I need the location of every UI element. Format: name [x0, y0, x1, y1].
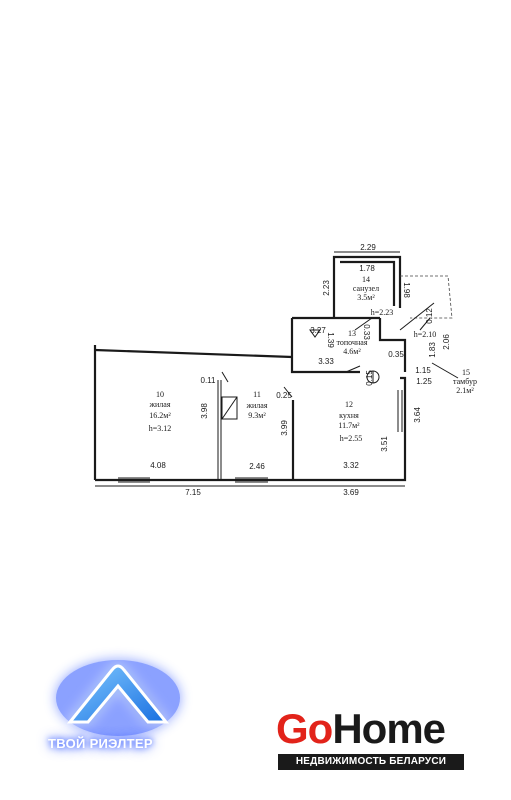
svg-text:3.99: 3.99	[280, 420, 289, 436]
svg-text:1.83: 1.83	[428, 342, 437, 358]
svg-text:2.23: 2.23	[322, 280, 331, 296]
svg-text:кухня: кухня	[339, 411, 359, 420]
svg-text:15: 15	[462, 368, 470, 377]
svg-text:16.2м²: 16.2м²	[149, 411, 171, 420]
gohome-tagline: НЕДВИЖИМОСТЬ БЕЛАРУСИ	[278, 754, 464, 770]
svg-text:2.1м²: 2.1м²	[456, 386, 474, 395]
walls	[93, 251, 459, 487]
room-13-label: 13 топочная 4.6м²	[337, 329, 368, 356]
svg-text:h=2.55: h=2.55	[340, 434, 363, 443]
svg-text:3.98: 3.98	[200, 403, 209, 419]
svg-text:1.98: 1.98	[402, 282, 411, 298]
room-11-label: 11 жилая 9.3м²	[245, 390, 267, 420]
dimension-labels: 2.29 1.78 2.23 1.98 0.12 3.27 1.39 0.33 …	[150, 243, 451, 497]
svg-text:7.15: 7.15	[185, 488, 201, 497]
svg-text:h=2.23: h=2.23	[371, 308, 394, 317]
svg-text:14: 14	[362, 275, 370, 284]
room-15-label: 15 тамбур 2.1м² h=2.10	[414, 330, 477, 395]
svg-text:0.35: 0.35	[388, 350, 404, 359]
gohome-wordmark: GoHome	[276, 705, 446, 752]
svg-text:2.29: 2.29	[360, 243, 376, 252]
svg-text:жилая: жилая	[245, 401, 267, 410]
svg-text:3.64: 3.64	[413, 407, 422, 423]
gas-meter-icon	[366, 370, 380, 384]
svg-text:0.33: 0.33	[362, 324, 371, 340]
svg-text:0.15: 0.15	[365, 370, 374, 386]
svg-text:10: 10	[156, 390, 164, 399]
svg-text:топочная: топочная	[337, 338, 368, 347]
svg-text:жилая: жилая	[148, 400, 170, 409]
svg-text:0.12: 0.12	[425, 308, 434, 324]
boiler-icon	[309, 329, 321, 338]
gohome-home: Home	[332, 705, 446, 752]
tvoy-rieltor-logo: ТВОЙ РИЭЛТЕР	[40, 640, 200, 770]
svg-text:3.5м²: 3.5м²	[357, 293, 375, 302]
svg-text:3.27: 3.27	[310, 326, 326, 335]
svg-text:3.33: 3.33	[318, 357, 334, 366]
svg-text:4.6м²: 4.6м²	[343, 347, 361, 356]
svg-text:h=2.10: h=2.10	[414, 330, 437, 339]
svg-text:3.51: 3.51	[380, 436, 389, 452]
svg-text:13: 13	[348, 329, 356, 338]
logo-left-text: ТВОЙ РИЭЛТЕР	[48, 736, 153, 751]
svg-text:3.32: 3.32	[343, 461, 359, 470]
svg-text:1.25: 1.25	[416, 377, 432, 386]
svg-text:4.08: 4.08	[150, 461, 166, 470]
gohome-go: Go	[276, 705, 333, 752]
svg-text:0.25: 0.25	[276, 391, 292, 400]
svg-text:9.3м²: 9.3м²	[248, 411, 266, 420]
svg-text:санузел: санузел	[353, 284, 379, 293]
svg-text:3.69: 3.69	[343, 488, 359, 497]
svg-text:h=3.12: h=3.12	[149, 424, 172, 433]
svg-text:тамбур: тамбур	[453, 377, 477, 386]
svg-text:11.7м²: 11.7м²	[338, 421, 360, 430]
svg-text:2.46: 2.46	[249, 462, 265, 471]
svg-text:1.39: 1.39	[326, 332, 335, 348]
svg-text:1.78: 1.78	[359, 264, 375, 273]
room-10-label: 10 жилая 16.2м² h=3.12	[148, 390, 171, 433]
gohome-logo: GoHome НЕДВИЖИМОСТЬ БЕЛАРУСИ	[276, 708, 471, 778]
room-12-label: 12 кухня 11.7м² h=2.55	[338, 400, 362, 443]
svg-text:12: 12	[345, 400, 353, 409]
svg-text:1.15: 1.15	[415, 366, 431, 375]
svg-text:11: 11	[253, 390, 261, 399]
room-14-label: 14 санузел 3.5м² h=2.23	[353, 275, 393, 317]
svg-text:2.06: 2.06	[442, 334, 451, 350]
svg-text:0.11: 0.11	[201, 376, 217, 385]
roof-icon	[56, 660, 180, 736]
